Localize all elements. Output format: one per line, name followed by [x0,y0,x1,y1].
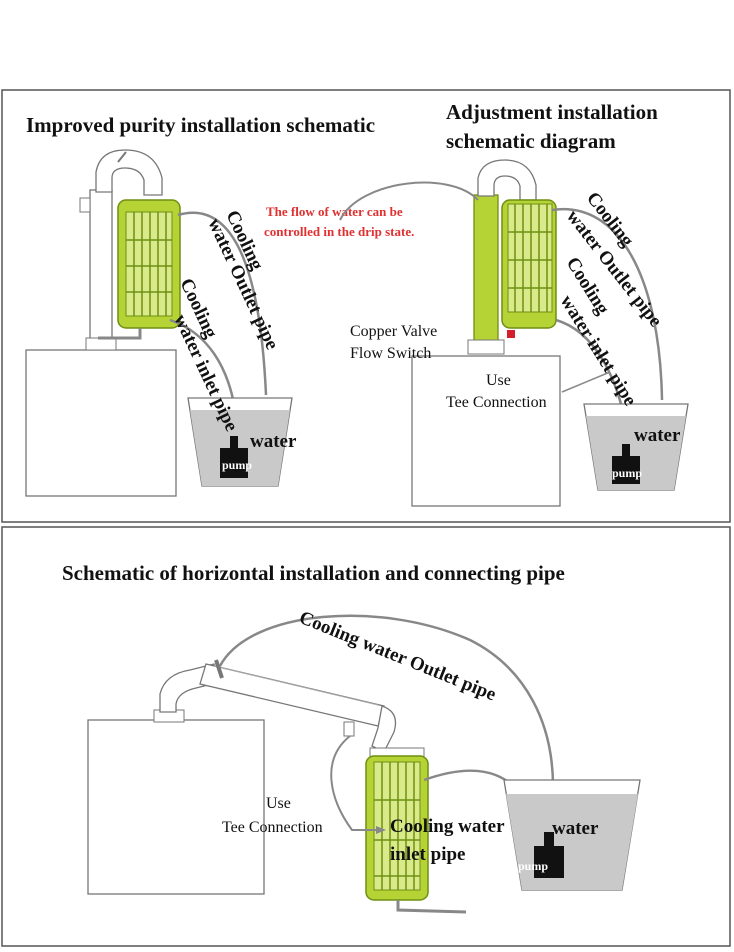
panel2-boiler [411,355,561,507]
panel2-copper-valve [507,330,515,338]
panel2-pump-label: pump [612,466,642,480]
panel3-inlet-label-2: inlet pipe [390,844,465,865]
panel2-valve-label-2: Flow Switch [350,345,431,362]
panel1-column [89,189,113,346]
panel2-title-line2: schematic diagram [446,129,616,153]
bottom-panel-frame [1,526,731,947]
panel2-outlet-pipe [551,207,664,401]
panel3-pump-label: pump [518,859,548,873]
panel-adjustment: Adjustment installation schematic diagra… [264,100,689,507]
panel3-pump [534,846,564,878]
panel3-inlet-label-1: Cooling water [390,816,505,837]
panel2-elbow [477,159,537,201]
panel2-pump [612,456,640,484]
panel1-water-label: water [250,431,297,452]
panel1-boiler [25,349,177,497]
panel3-tee-label-1: Use [266,795,291,812]
panel3-tee-label-2: Tee Connection [222,819,323,836]
panel2-title-line1: Adjustment installation [446,100,658,124]
panel2-tee-label-1: Use [486,372,511,389]
panel3-title: Schematic of horizontal installation and… [62,561,565,585]
panel2-note-line1: The flow of water can be [266,204,403,219]
panel2-tee-label-2: Tee Connection [446,394,547,411]
panel-horizontal: Schematic of horizontal installation and… [62,561,641,914]
panel1-title: Improved purity installation schematic [26,113,375,137]
top-panel-frame [1,89,731,523]
panel2-water-label: water [634,425,681,446]
panel2-note-line2: controlled in the drip state. [264,224,414,239]
panel-improved-purity: Improved purity installation schematic [25,113,375,497]
panel3-boiler [87,719,265,895]
panel1-elbow [95,149,163,196]
panel1-pump [220,448,248,478]
panel1-outlet-pipe [177,211,268,396]
panel2-valve-label-1: Copper Valve [350,323,437,340]
panel3-outlet-pipe [218,614,555,811]
panel3-outlet-label: Cooling water Outlet pipe [296,607,499,705]
panel2-column [473,194,499,346]
panel3-column [199,663,385,727]
panel1-pump-label: pump [222,458,252,472]
panel3-water-label: water [552,818,599,839]
panel2-connecting-pipe [339,181,479,221]
